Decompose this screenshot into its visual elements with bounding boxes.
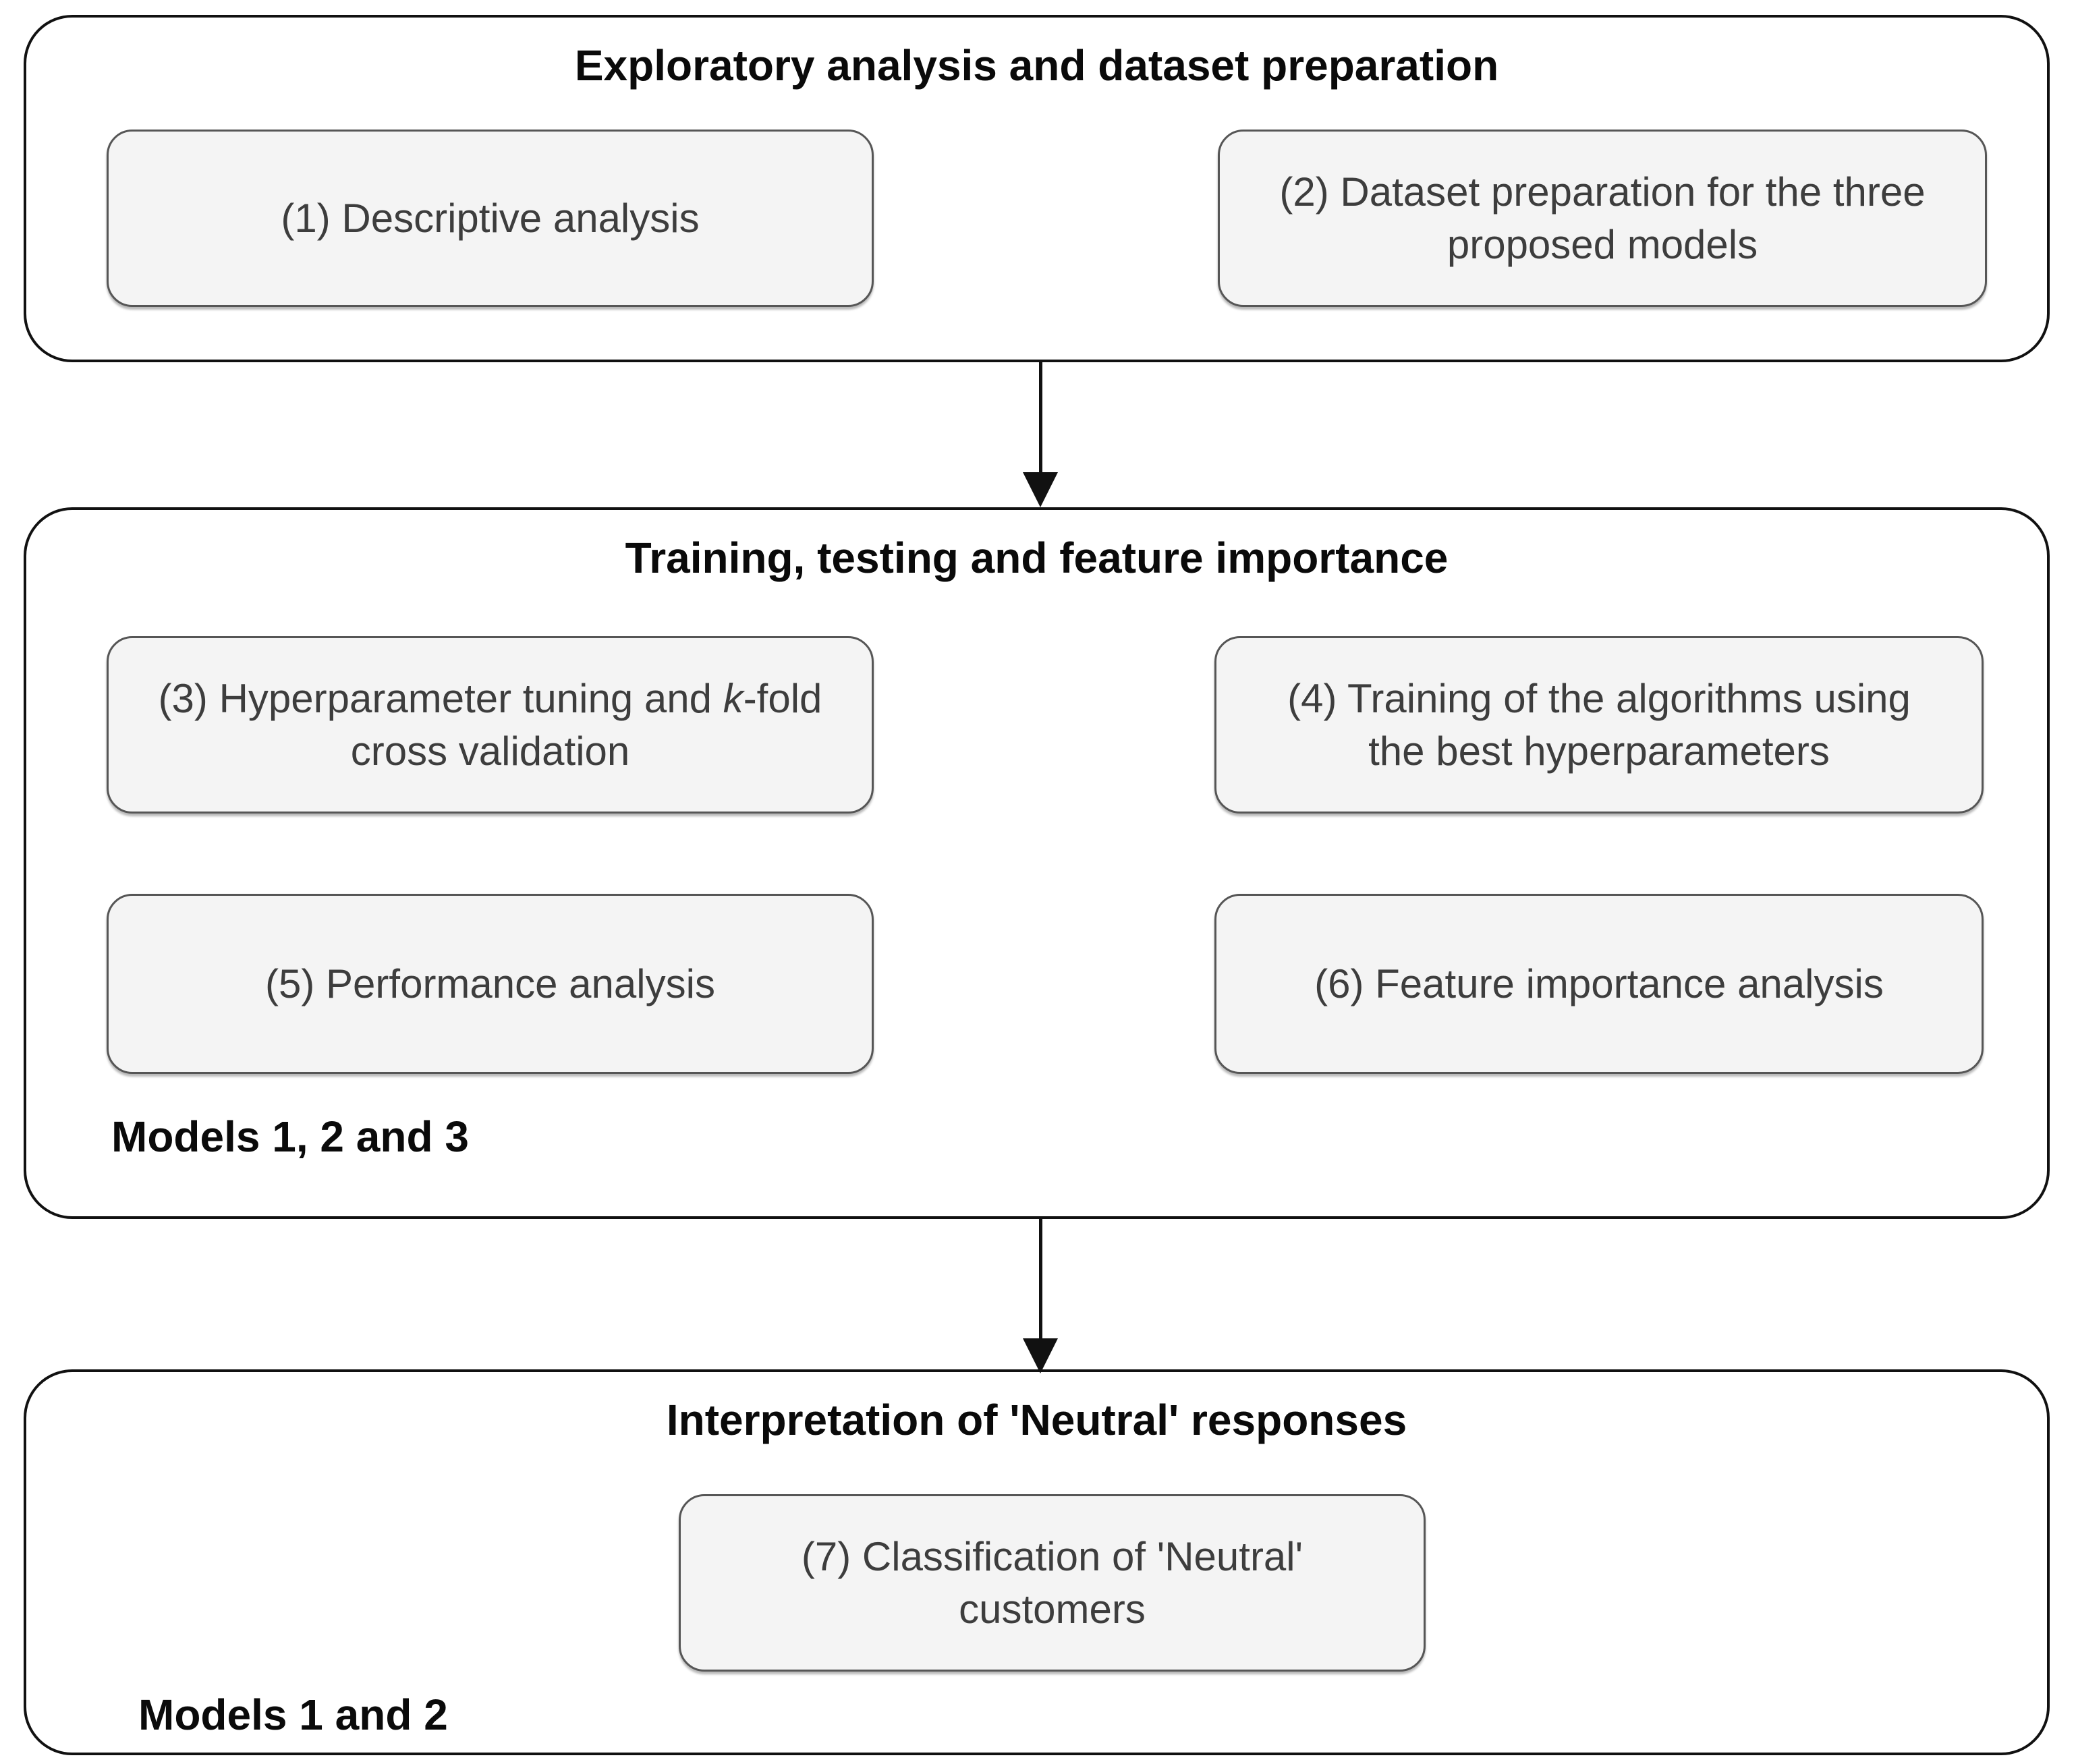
label-suffix: -fold xyxy=(743,675,822,721)
process-box-label: (6) Feature importance analysis xyxy=(1314,961,1884,1006)
process-box-dataset-preparation: (2) Dataset preparation for the three pr… xyxy=(1218,130,1987,307)
process-box-label: cross validation xyxy=(350,728,630,774)
section-title: Training, testing and feature importance xyxy=(625,534,1449,582)
section-title: Interpretation of 'Neutral' responses xyxy=(666,1396,1407,1444)
label-prefix: (3) Hyperparameter tuning and xyxy=(158,675,723,721)
process-box-label: (5) Performance analysis xyxy=(265,961,715,1006)
process-box-label: (1) Descriptive analysis xyxy=(281,195,700,241)
process-box-hyperparameter-tuning: (3) Hyperparameter tuning and k-fold cro… xyxy=(107,636,874,814)
process-box-label: (7) Classification of 'Neutral' xyxy=(801,1533,1303,1579)
process-box-label: the best hyperparameters xyxy=(1368,728,1830,774)
section-title: Exploratory analysis and dataset prepara… xyxy=(574,41,1499,90)
arrow-head-icon xyxy=(1023,1338,1058,1373)
arrow-line-section1-to-section2 xyxy=(1039,362,1042,474)
process-box-performance-analysis: (5) Performance analysis xyxy=(107,894,874,1074)
arrow-line-section2-to-section3 xyxy=(1039,1219,1042,1340)
process-box-label: proposed models xyxy=(1447,221,1758,267)
models-label-section-2: Models 1, 2 and 3 xyxy=(111,1112,469,1161)
process-box-label: customers xyxy=(959,1586,1146,1632)
process-box-descriptive-analysis: (1) Descriptive analysis xyxy=(107,130,874,307)
label-italic-k: k xyxy=(723,675,744,721)
models-label-section-3: Models 1 and 2 xyxy=(138,1690,448,1739)
process-box-label: (3) Hyperparameter tuning and k-fold xyxy=(159,673,822,725)
process-box-feature-importance: (6) Feature importance analysis xyxy=(1214,894,1984,1074)
process-box-training-algorithms: (4) Training of the algorithms using the… xyxy=(1214,636,1984,814)
section-training-testing: Training, testing and feature importance xyxy=(24,507,2050,1219)
process-box-label: (2) Dataset preparation for the three xyxy=(1279,169,1926,215)
arrow-head-icon xyxy=(1023,472,1058,507)
process-box-label: (4) Training of the algorithms using xyxy=(1287,675,1911,721)
process-box-classification-neutral: (7) Classification of 'Neutral' customer… xyxy=(679,1494,1426,1672)
